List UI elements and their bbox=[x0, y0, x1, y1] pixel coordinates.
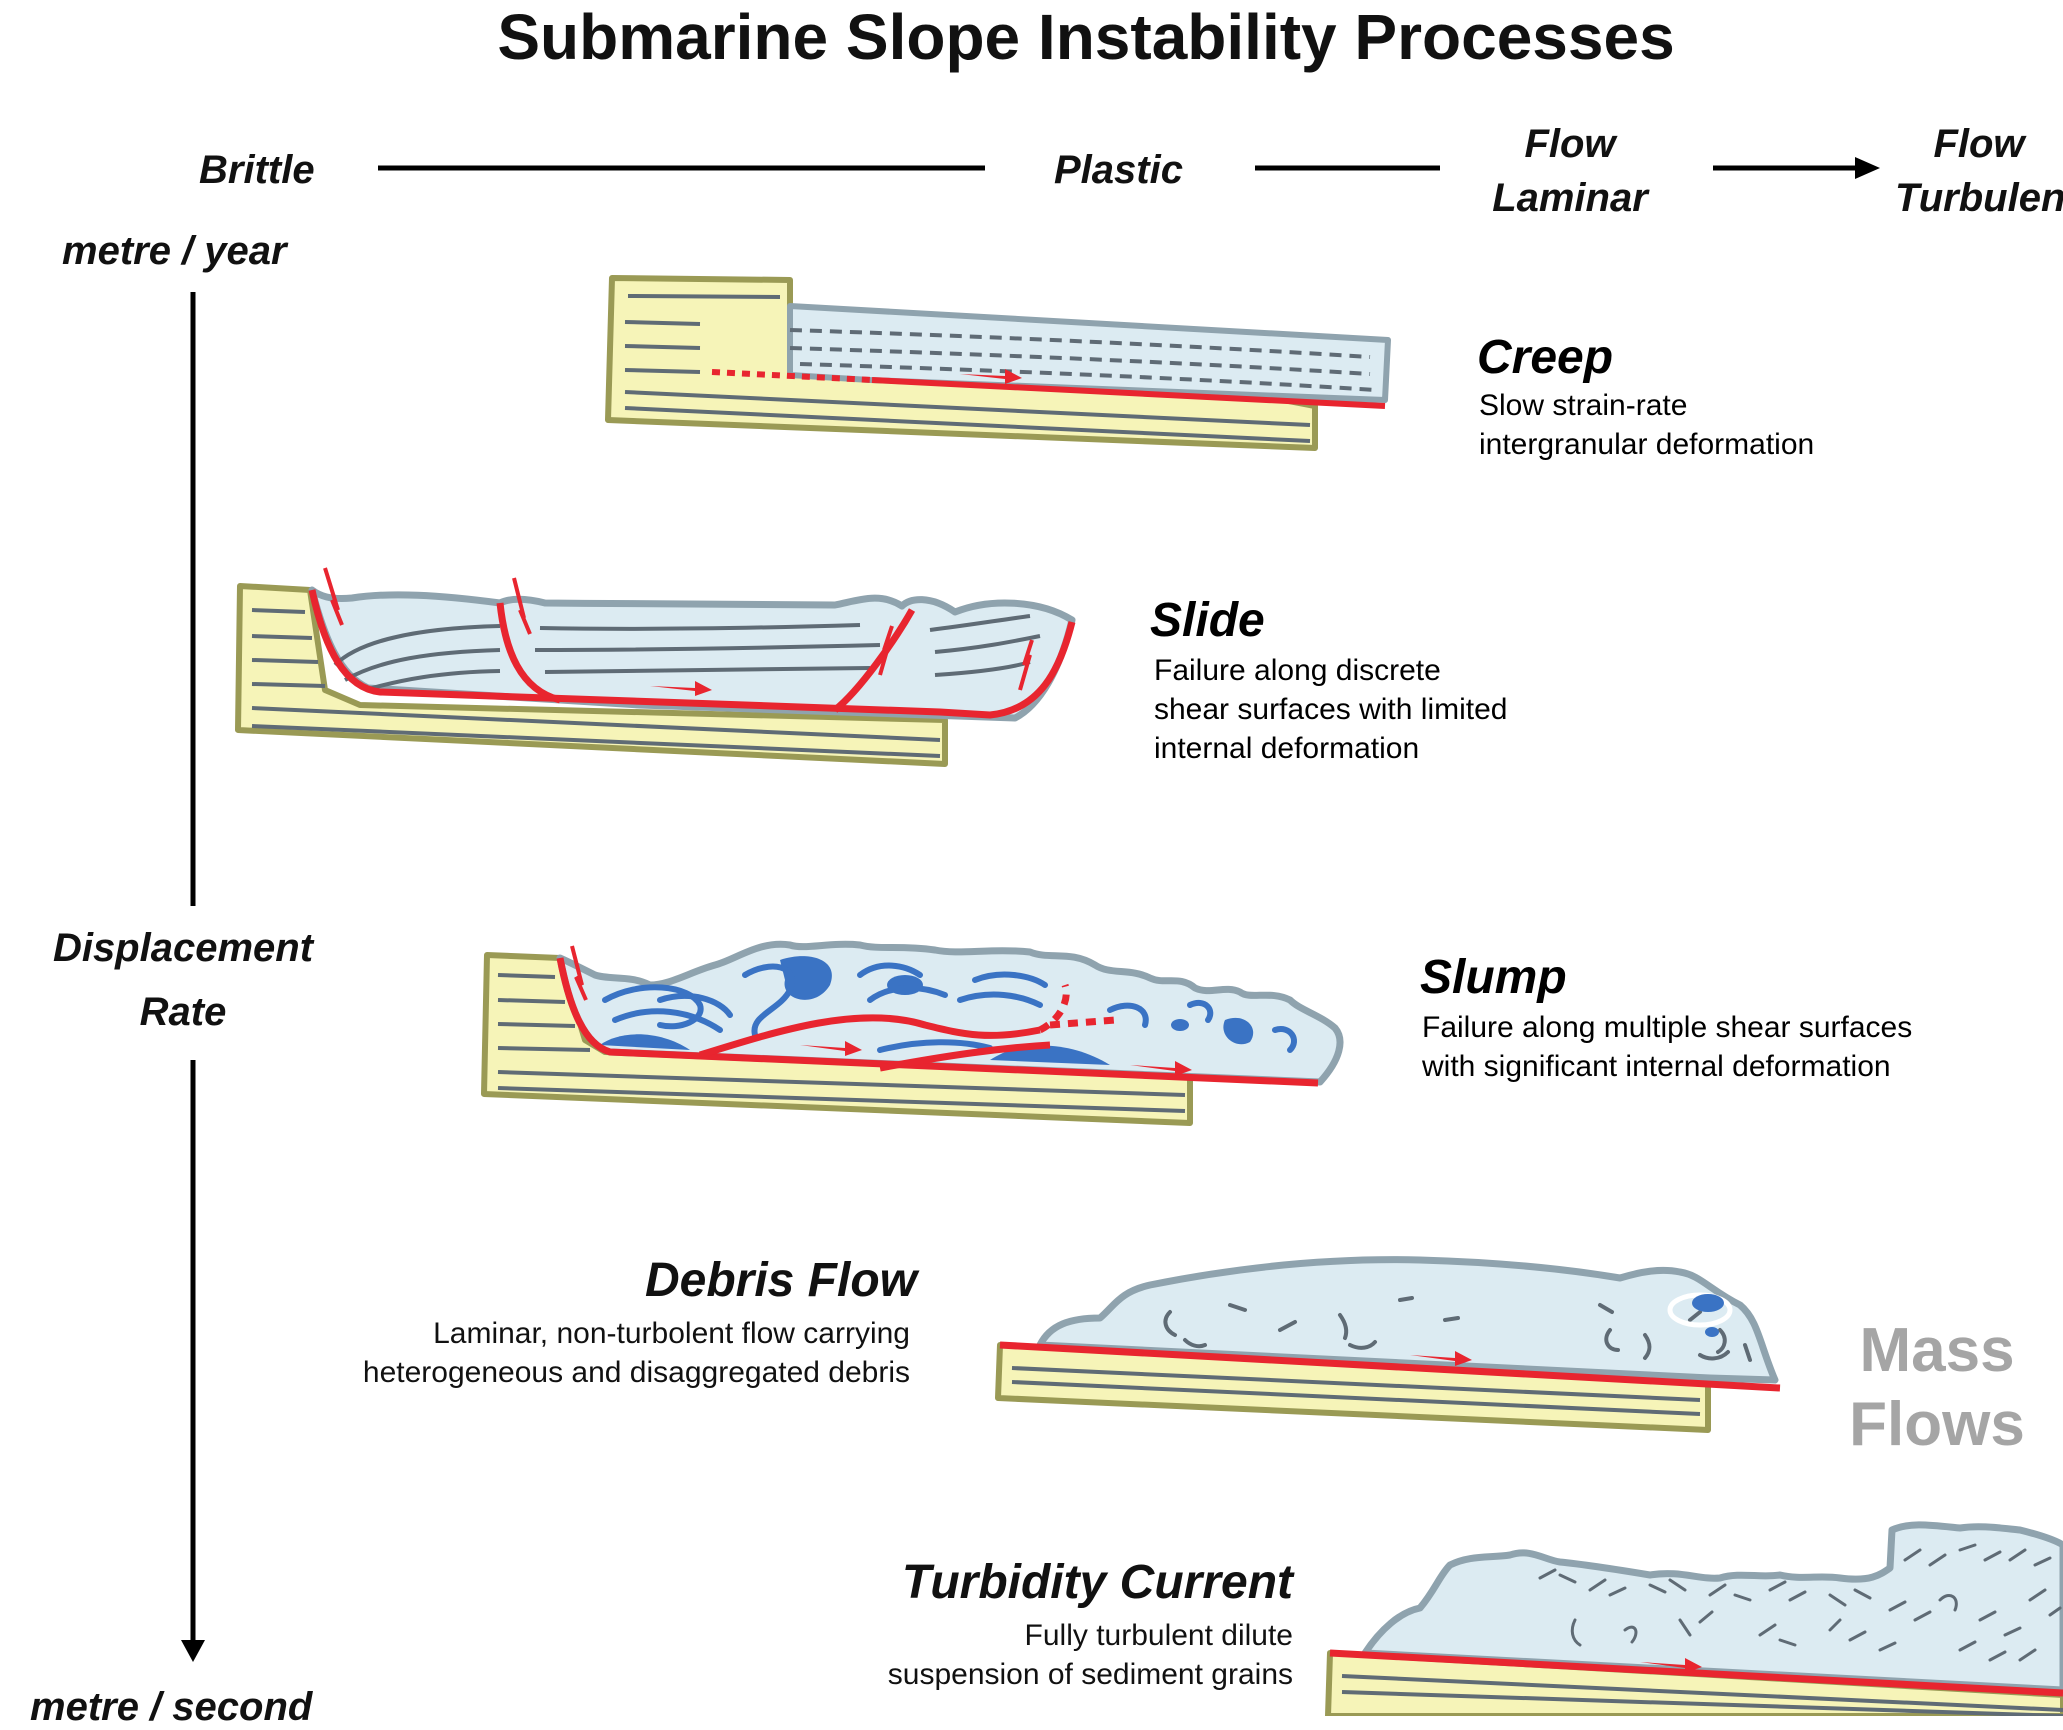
creep-shear-dotted bbox=[711, 369, 873, 383]
creep-deformed-layers bbox=[789, 328, 1376, 392]
slide-desc-line-1: Failure along discrete bbox=[1154, 654, 1441, 687]
slump-desc-line-1: Failure along multiple shear surfaces bbox=[1422, 1011, 1912, 1044]
rate-label-rate: Rate bbox=[139, 990, 227, 1034]
slump-strata bbox=[497, 973, 1186, 1113]
turbidity-grains bbox=[1538, 1543, 2062, 1662]
axis-label-brittle: Brittle bbox=[199, 148, 315, 192]
turbidity-current-title: Turbidity Current bbox=[901, 1556, 1293, 1609]
turbidity-current-desc: Fully turbulent dilute suspension of sed… bbox=[888, 1616, 1293, 1694]
mass-flows-label: Mass Flows bbox=[1817, 1314, 2057, 1462]
page-title: Submarine Slope Instability Processes bbox=[497, 1, 1675, 73]
debris-blue-clast-small bbox=[1705, 1327, 1719, 1337]
rate-axis-arrowhead bbox=[181, 1640, 205, 1662]
turbidity-desc-line-2: suspension of sediment grains bbox=[887, 1658, 1293, 1691]
flow-turbulent-line-2: Turbulen bbox=[1895, 176, 2063, 220]
debris-flow-desc-line-2: heterogeneous and disaggregated debris bbox=[362, 1356, 910, 1389]
debris-blue-clast bbox=[1692, 1294, 1724, 1312]
slide-fault-arrow-2 bbox=[512, 577, 532, 635]
axis-label-flow-turbulent: Flow Turbulen bbox=[1895, 117, 2063, 225]
mass-flows-line-2: Flows bbox=[1849, 1390, 2025, 1459]
rate-label-bottom: metre / second bbox=[30, 1685, 313, 1729]
debris-flow-desc-line-1: Laminar, non-turbolent flow carrying bbox=[433, 1317, 910, 1350]
turbidity-current-illustration bbox=[1325, 1521, 2063, 1716]
creep-desc-line-1: Slow strain-rate bbox=[1479, 389, 1687, 422]
slide-strata bbox=[251, 608, 941, 758]
mass-flows-line-1: Mass bbox=[1859, 1316, 2015, 1385]
slide-shear-surfaces bbox=[308, 589, 1076, 719]
debris-flow-illustration bbox=[995, 1256, 1781, 1433]
slide-motion-arrow bbox=[650, 681, 712, 696]
slump-sediment bbox=[556, 940, 1344, 1086]
debris-motion-arrow bbox=[1410, 1351, 1472, 1366]
flow-laminar-line-1: Flow bbox=[1524, 122, 1616, 166]
flow-turbulent-line-1: Flow bbox=[1933, 122, 2025, 166]
axis-arrowhead bbox=[1855, 157, 1880, 179]
slump-title: Slump bbox=[1420, 951, 1567, 1004]
creep-motion-arrow bbox=[960, 369, 1022, 384]
turbidity-desc-line-1: Fully turbulent dilute bbox=[1024, 1619, 1293, 1652]
creep-illustration bbox=[605, 275, 1391, 451]
slide-desc-line-3: internal deformation bbox=[1154, 732, 1419, 765]
deformation-axis-lines bbox=[378, 157, 1880, 179]
turbidity-motion-arrow bbox=[1640, 1658, 1702, 1673]
slump-folded-layers bbox=[602, 962, 1297, 1053]
slump-illustration bbox=[481, 940, 1344, 1126]
flow-laminar-line-2: Laminar bbox=[1492, 176, 1648, 220]
creep-desc-line-2: intergranular deformation bbox=[1479, 428, 1814, 461]
slump-motion-arrow-2 bbox=[1130, 1061, 1192, 1076]
slump-desc-line-2: with significant internal deformation bbox=[1421, 1050, 1891, 1083]
slide-desc-line-2: shear surfaces with limited bbox=[1154, 693, 1507, 726]
slump-fault-arrow bbox=[570, 945, 588, 1001]
axis-label-plastic: Plastic bbox=[1054, 148, 1183, 192]
rate-label-displacement: Displacement bbox=[52, 926, 314, 970]
debris-strata bbox=[1011, 1366, 1701, 1416]
debris-flow-title: Debris Flow bbox=[644, 1254, 917, 1307]
turbidity-strata bbox=[1341, 1674, 2063, 1716]
creep-strata bbox=[624, 294, 1311, 443]
slump-shear-surfaces bbox=[556, 957, 1319, 1087]
debris-sediment bbox=[1036, 1256, 1779, 1384]
slide-fault-arrow-4 bbox=[1018, 639, 1034, 691]
creep-title: Creep bbox=[1477, 331, 1613, 384]
rate-label-top: metre / year bbox=[62, 229, 287, 273]
debris-flow-desc: Laminar, non-turbolent flow carrying het… bbox=[363, 1314, 910, 1392]
slump-motion-arrow-1 bbox=[800, 1041, 862, 1056]
debris-blue-clast-outline bbox=[1667, 1292, 1733, 1328]
slide-illustration bbox=[235, 567, 1076, 767]
creep-shear-surface bbox=[871, 377, 1386, 409]
debris-clasts bbox=[1163, 1296, 1752, 1362]
slide-title: Slide bbox=[1150, 594, 1265, 647]
displacement-rate-axis bbox=[181, 292, 205, 1662]
slump-shear-dotted bbox=[1038, 983, 1116, 1034]
turbidity-sediment bbox=[1361, 1521, 2063, 1694]
turbidity-shear-surface bbox=[1329, 1649, 2063, 1697]
debris-shear-surface bbox=[999, 1341, 1781, 1392]
slide-fault-arrow-1 bbox=[323, 567, 344, 626]
slide-fault-arrow-3 bbox=[878, 625, 894, 676]
axis-label-flow-laminar: Flow Laminar bbox=[1470, 117, 1670, 225]
